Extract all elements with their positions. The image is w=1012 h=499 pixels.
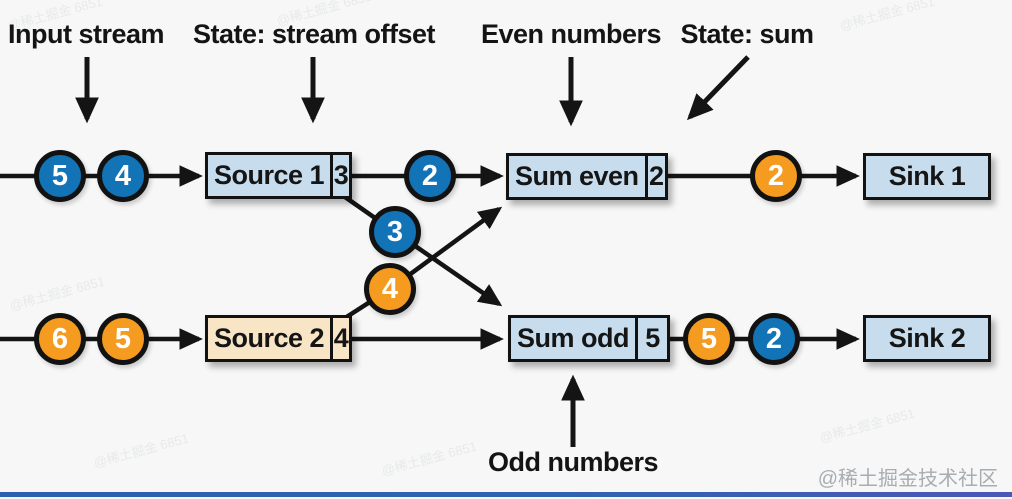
token-circle: 2 bbox=[750, 150, 802, 202]
node-sum-even: Sum even 2 bbox=[506, 153, 668, 200]
token-circle: 3 bbox=[369, 206, 421, 258]
token-circle: 5 bbox=[97, 313, 149, 365]
token-circle: 2 bbox=[748, 313, 800, 365]
node-sum-odd-state: 5 bbox=[635, 318, 667, 359]
node-source1-state: 3 bbox=[330, 155, 349, 196]
node-sum-odd: Sum odd 5 bbox=[508, 315, 670, 362]
node-sum-odd-label: Sum odd bbox=[517, 323, 630, 353]
site-watermark: @稀土掘金技术社区 bbox=[817, 468, 998, 490]
node-source2-state: 4 bbox=[330, 318, 349, 359]
token-circle: 4 bbox=[364, 263, 416, 315]
node-source1-label: Source 1 bbox=[214, 160, 325, 190]
token-circle: 5 bbox=[683, 313, 735, 365]
node-sink1: Sink 1 bbox=[863, 153, 991, 200]
node-source1: Source 1 3 bbox=[205, 152, 352, 199]
pointer-state-sum bbox=[686, 55, 750, 121]
label-state-stream-offset: State: stream offset bbox=[192, 19, 436, 49]
token-circle: 5 bbox=[34, 150, 86, 202]
label-even-numbers: Even numbers bbox=[480, 19, 662, 49]
label-input-stream: Input stream bbox=[7, 19, 165, 49]
node-sink2-label: Sink 2 bbox=[888, 323, 966, 353]
token-circle: 2 bbox=[404, 150, 456, 202]
token-circle: 4 bbox=[97, 150, 149, 202]
label-odd-numbers: Odd numbers bbox=[487, 447, 659, 477]
node-sum-even-label: Sum even bbox=[515, 161, 639, 191]
bottom-blue-strip bbox=[0, 492, 1012, 497]
node-source2-label: Source 2 bbox=[214, 323, 325, 353]
node-sink1-label: Sink 1 bbox=[888, 161, 966, 191]
label-state-sum: State: sum bbox=[680, 19, 814, 49]
token-circle: 6 bbox=[34, 313, 86, 365]
node-sum-even-state: 2 bbox=[644, 156, 665, 197]
node-sink2: Sink 2 bbox=[863, 315, 991, 362]
node-source2: Source 2 4 bbox=[205, 315, 352, 362]
